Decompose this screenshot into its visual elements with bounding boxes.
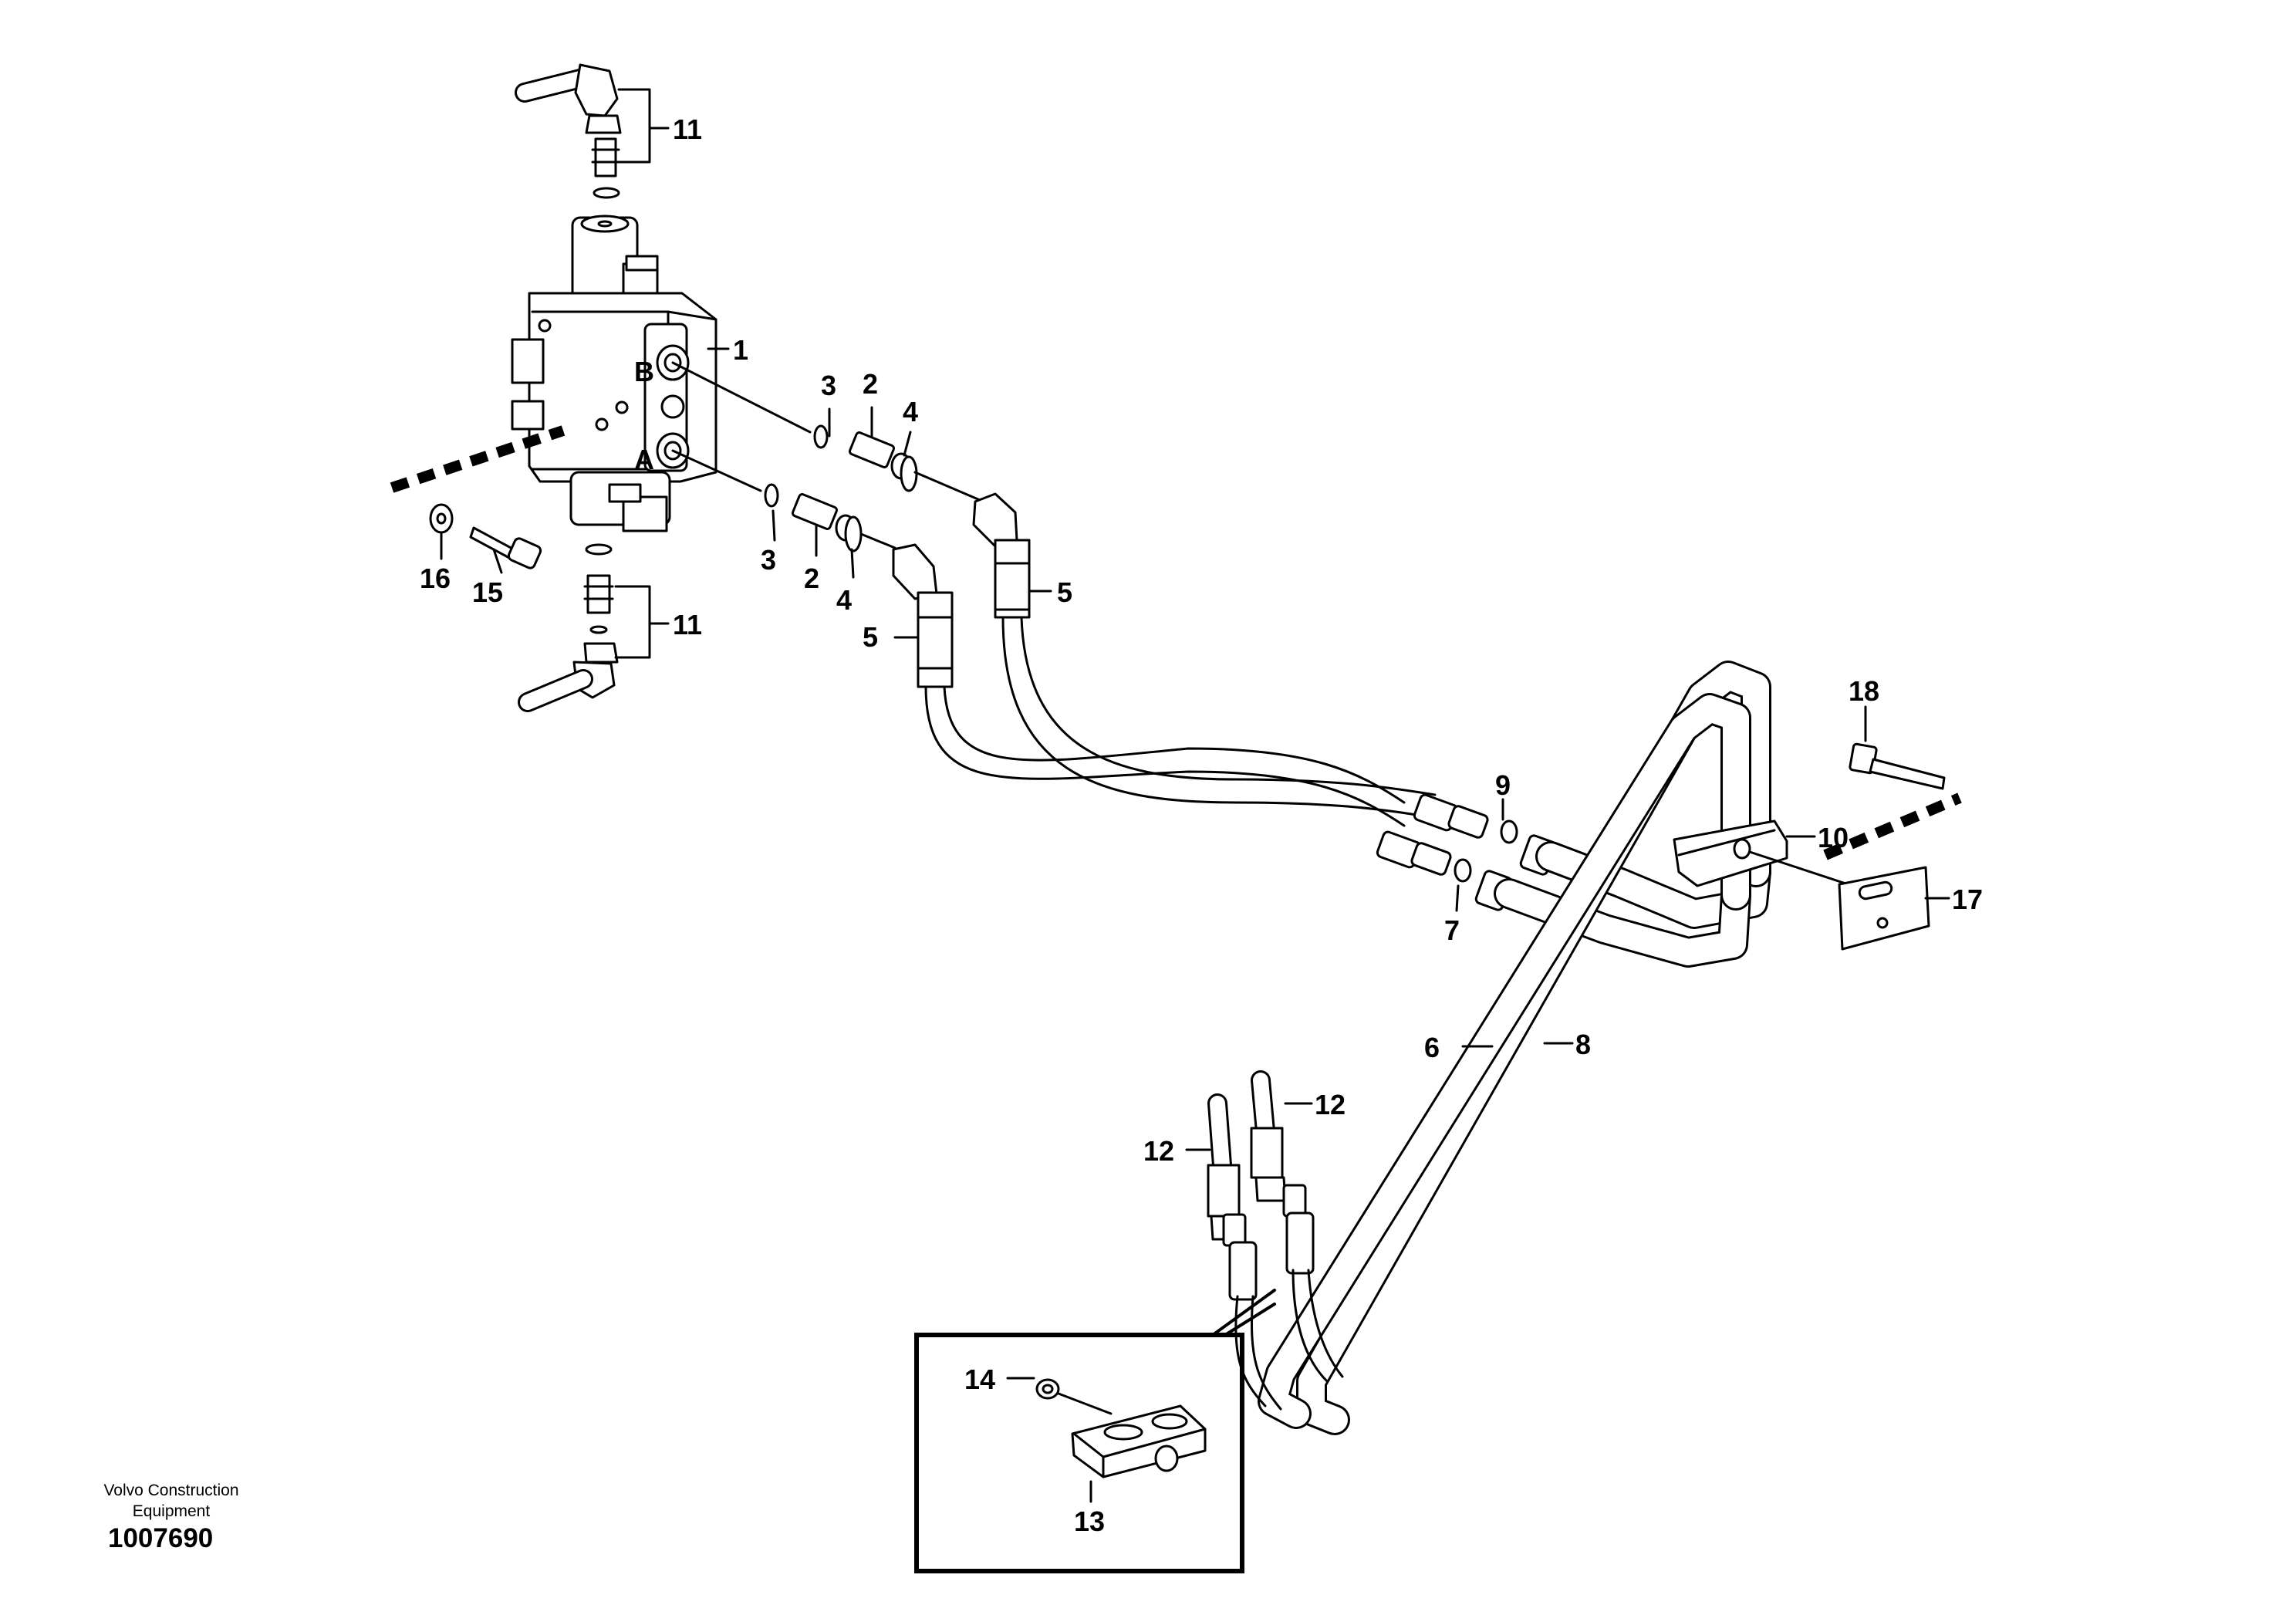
callout-6: 6 — [1424, 1032, 1440, 1063]
callout-numbers: 11 11 1 3 2 4 3 2 4 5 5 16 15 9 7 10 17 … — [420, 113, 1983, 1537]
upper-hose-connection — [515, 63, 622, 199]
fittings-upper-set — [671, 361, 981, 502]
callout-17: 17 — [1952, 884, 1983, 915]
callout-11-upper: 11 — [673, 113, 702, 145]
hoses-5 — [892, 492, 1437, 827]
callout-8: 8 — [1575, 1029, 1591, 1060]
detail-inset — [914, 1289, 1276, 1573]
callout-11-lower: 11 — [673, 609, 702, 640]
port-b-letter: B — [634, 356, 654, 387]
control-valve: B A — [511, 215, 718, 532]
pipes-6-8 — [1258, 661, 1771, 1435]
callout-14: 14 — [964, 1363, 995, 1395]
callout-13: 13 — [1074, 1505, 1105, 1537]
callout-5-right: 5 — [1057, 576, 1072, 608]
callout-3-lower: 3 — [761, 544, 776, 576]
callout-1: 1 — [733, 334, 748, 366]
document-number: 1007690 — [108, 1523, 214, 1553]
callout-18: 18 — [1849, 675, 1879, 707]
leader-lines — [440, 88, 1950, 1503]
callout-10: 10 — [1818, 822, 1849, 853]
callout-15: 15 — [472, 576, 503, 608]
callout-4-lower: 4 — [836, 584, 852, 616]
mounting-line-left — [390, 425, 566, 493]
port-a-letter: A — [634, 444, 654, 475]
fittings-lower-set — [671, 449, 896, 552]
callout-5-left: 5 — [863, 621, 878, 653]
callout-12-left: 12 — [1143, 1135, 1174, 1167]
bolt-18 — [1849, 742, 1946, 790]
brand-caption: Volvo Construction Equipment — [103, 1482, 239, 1520]
mounting-line-right — [1823, 792, 1962, 860]
plate-17 — [1838, 866, 1930, 951]
callout-2-lower: 2 — [804, 563, 819, 594]
washer-and-screw — [429, 503, 542, 569]
callout-4-upper: 4 — [903, 396, 918, 427]
callout-16: 16 — [420, 563, 451, 594]
callout-3-upper: 3 — [821, 370, 836, 401]
lower-hose-connection — [518, 543, 619, 712]
callout-7: 7 — [1444, 914, 1460, 946]
callout-12-right: 12 — [1315, 1089, 1346, 1120]
callout-2-upper: 2 — [863, 368, 878, 400]
callout-9: 9 — [1495, 769, 1511, 801]
